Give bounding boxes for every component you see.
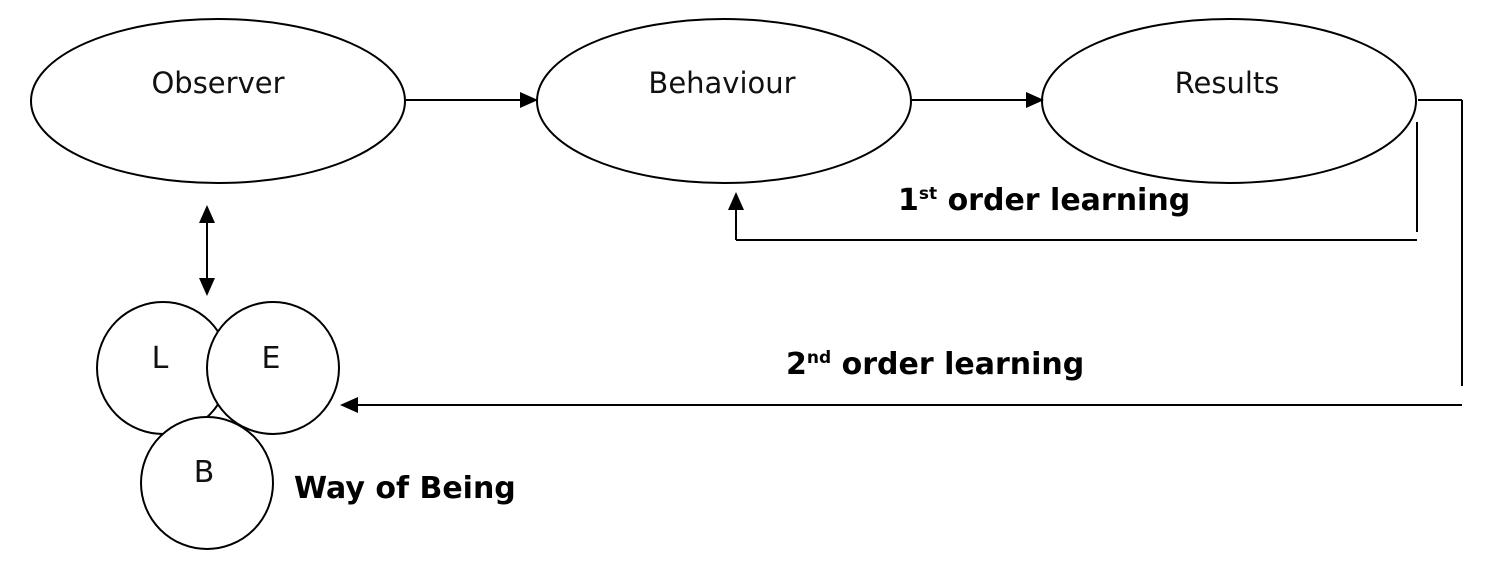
arrow-observer-to-behaviour [406,92,538,108]
second-order-learning-label: 2nd order learning [786,347,1084,382]
first-order-number: 1 [898,183,919,218]
results-label: Results [1175,66,1280,100]
first-order-superscript: st [919,184,937,204]
second-order-superscript: nd [807,348,831,368]
circle-b-label: B [194,455,215,490]
second-order-text: order learning [831,347,1084,382]
first-order-text: order learning [937,183,1190,218]
circle-b [140,416,274,550]
circle-e [206,301,340,435]
way-of-being-label: Way of Being [294,471,516,506]
first-order-learning-label: 1st order learning [898,183,1190,218]
results-ellipse [1041,18,1417,184]
circle-e-label: E [262,341,281,376]
behaviour-label: Behaviour [648,66,795,100]
second-order-loop [340,99,1463,413]
observer-label: Observer [151,66,284,100]
second-order-number: 2 [786,347,807,382]
double-arrow-observer-way-of-being [199,205,215,296]
circle-l-label: L [152,341,169,376]
first-order-loop [728,122,1418,241]
behaviour-ellipse [536,18,912,184]
arrow-behaviour-to-results [912,92,1044,108]
observer-ellipse [30,18,406,184]
